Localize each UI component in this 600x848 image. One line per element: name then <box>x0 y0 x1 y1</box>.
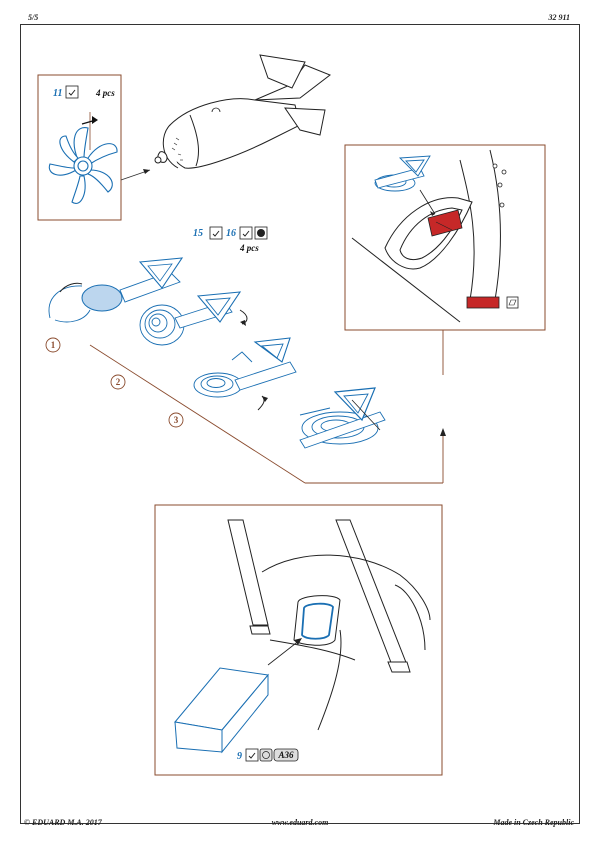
mount-detail-box <box>344 144 546 331</box>
fold-icon <box>65 85 79 99</box>
bay-box-part <box>174 667 269 754</box>
target-step-1-part <box>48 257 184 323</box>
fins-part-number: 11 <box>53 88 62 99</box>
step-circle-3: 3 <box>168 412 184 428</box>
target-part-b: 16 <box>226 228 236 239</box>
origin-note: Made in Czech Republic <box>493 818 574 827</box>
kit-number: 32 911 <box>548 13 570 22</box>
target-step-2-part <box>139 291 242 346</box>
page-frame <box>20 24 580 824</box>
target-qty: 4 pcs <box>239 243 259 253</box>
mount-detail-drawing <box>351 149 501 323</box>
bay-detail-box <box>154 504 443 776</box>
target-final-part <box>299 387 386 449</box>
bomb-drawing <box>154 54 332 169</box>
paint-ref-icon <box>259 748 273 762</box>
svg-text:2: 2 <box>116 377 121 387</box>
svg-text:3: 3 <box>174 415 179 425</box>
step-circle-1: 1 <box>45 337 61 353</box>
bay-part-number: 9 <box>237 751 242 762</box>
target-part-a: 15 <box>193 228 203 239</box>
target-step-3-part <box>193 337 297 398</box>
decal-icon <box>506 296 519 309</box>
fins-box <box>37 74 122 221</box>
paint-ref-code: A36 <box>277 750 294 760</box>
website-link[interactable]: www.eduard.com <box>271 818 329 827</box>
fold-icon <box>209 226 223 240</box>
bay-panel-part <box>301 602 334 640</box>
step-circle-2: 2 <box>110 374 126 390</box>
paint-ref-badge <box>273 748 299 762</box>
fin-star-part <box>48 127 118 204</box>
red-highlight-part <box>427 209 463 237</box>
fins-qty: 4 pcs <box>95 88 115 98</box>
fold-icon <box>245 748 259 762</box>
copyright: © EDUARD M.A. 2017 <box>24 818 102 827</box>
red-color-swatch <box>466 296 500 309</box>
page-number: 5/5 <box>28 13 39 22</box>
mount-target-part <box>374 155 431 192</box>
fold-icon-mark <box>68 89 76 96</box>
fold-icon <box>239 226 253 240</box>
svg-text:1: 1 <box>51 340 56 350</box>
